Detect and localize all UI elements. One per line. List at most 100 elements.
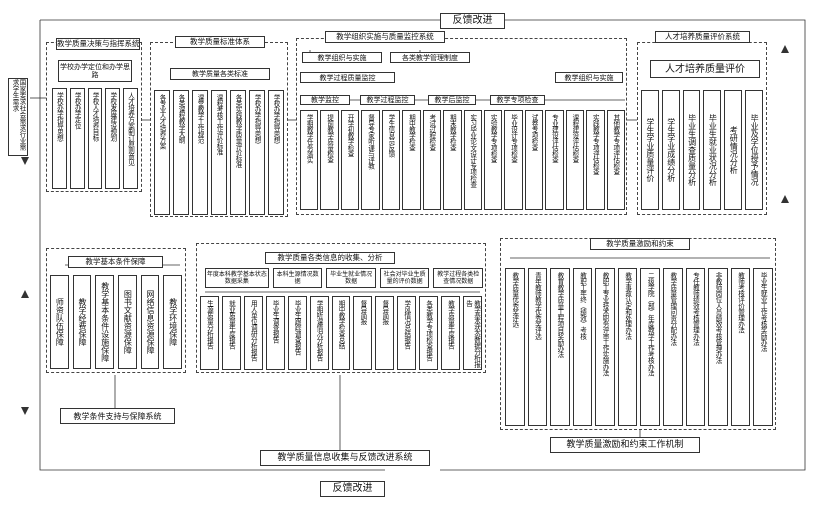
monitor-item: 督导专家听课与评教 [361,110,380,210]
collect-item: 毕业生跟踪调查报告 [287,296,307,370]
basic-items: 师资队伍保障 教学经费保障 教学基本条件设施保障 图书文献资源保障 网络信息资源… [50,275,183,369]
decision-items: 学校办学指导思想 学校办学定位 学校人才培养目标 学校发展建设规划 人才培养方案… [52,88,138,189]
incentive-item: 青年教师教学优秀奖评选 [527,268,548,426]
talent-item: 毕业及学位授予情况 [745,90,763,210]
collect-item: 期中教学检查总结 [331,296,351,370]
monitor-item: 实习毕业论文设计专项检查 [463,110,482,210]
monitor-group-label: 教学后监控 [428,95,476,105]
decision-item: 学校办学定位 [69,88,85,189]
monitor-item: 学期教学任务落实 [300,110,319,210]
monitor-group-label: 教学监控 [300,95,350,105]
monitor-item: 专业建设评估检查 [545,110,564,210]
collect-top-item: 年度本科教学基本状态数据采集 [205,268,269,288]
collect-item: 各类教学专项检查报告 [419,296,439,370]
standard-item: 各类实践教学质量评价标准 [230,90,246,215]
mech-system-label: 教学质量激励和约束工作机制 [550,437,700,453]
monitor-items: 学期教学任务落实 提前教学质量检查 开学初教学检查 督导专家听课与评教 学生信息… [300,110,625,210]
collect-top-item: 本科生源情况数据 [272,268,323,288]
incentive-title: 教学质量激励和约束 [590,238,690,250]
monitor-item: 期末教学检查 [443,110,462,210]
decision-sub: 学校办学定位和办学思路 [58,60,132,82]
talent-item: 学生学业质量评价 [641,90,659,210]
incentive-item: 教育教学质量工程项目奖励办法 [550,268,570,426]
monitor-item: 期中教学检查 [402,110,421,210]
collect-top-item: 教学过程各类检查情况数据 [433,268,483,288]
collect-item: 教学基本状态数据分析报告 [463,296,482,370]
incentive-item: 教职工专业技术职务评审工作实施办法 [595,268,615,426]
talent-items: 学生学业质量评价 学生学业成绩分析 毕业生调查质量分析 毕业生就业状况分析 考研… [641,90,763,210]
monitor-item: 实践教学专项评估检查 [586,110,605,210]
monitor-process: 教学过程质量监控 [300,72,395,83]
standard-title: 教学质量标准体系 [175,36,265,48]
incentive-item: 毕业生就业工作考核奖励办法 [753,268,773,426]
monitor-item: 毕业设计专项检查 [504,110,523,210]
incentive-items: 教学质量优秀奖评选 青年教师教学优秀奖评选 教育教学质量工程项目奖励办法 教职工… [505,268,773,426]
basic-title: 教学基本条件保障 [68,256,163,268]
collect-item: 用人单位调研分析报告 [243,296,263,370]
standard-item: 各类课程教学大纲 [173,90,189,215]
info-system-label: 教学质量信息收集与反馈改进系统 [260,450,430,466]
collect-item: 就业质量年度报告 [221,296,241,370]
collect-system [196,243,486,373]
collect-item: 督导简报 [353,296,373,370]
standard-items: 各专业人才培养方案 各类课程教学大纲 课堂教学工作规范 课程考核工作评价标准 各… [154,90,284,215]
incentive-item: 二级学院（部）年度教学工作考核办法 [640,268,661,426]
monitor-mgmt-rules: 各类教学管理制度 [390,52,470,63]
standard-item: 学校办学指导思想 [268,90,284,215]
monitor-item: 课程建设评估检查 [565,110,585,210]
feedback-label-top: 反馈改进 [440,13,505,29]
monitor-group-label: 教学过程监控 [360,95,415,105]
decision-item: 学校发展建设规划 [105,88,121,189]
talent-title: 人才培养质量评价系统 [655,31,750,43]
decision-item: 人才培养方案制订原则意见 [123,88,138,189]
basic-system [46,248,186,373]
basic-item: 图书文献资源保障 [118,275,137,369]
decision-item: 学校办学指导思想 [52,88,67,189]
monitor-org-impl: 教学组织与实施 [555,72,623,83]
standard-item: 课程考核工作评价标准 [211,90,227,215]
standard-item: 各专业人才培养方案 [154,90,170,215]
standard-sub: 教学质量各类标准 [170,68,270,80]
standard-item: 学校办学指导思想 [249,90,265,215]
collect-title: 教学质量各类信息的收集、分析 [265,252,395,264]
decision-item: 学校人才培养目标 [87,88,103,189]
incentive-item: 教学质量管理问责分配办法 [663,268,683,426]
collect-item: 教学质量年度报告 [441,296,461,370]
collect-top-items: 年度本科教学基本状态数据采集 本科生源情况数据 毕业生就业情况数据 社会对毕业生… [205,268,483,288]
monitor-system [296,38,627,215]
incentive-item: 教师考核评价管理办法 [730,268,751,426]
collect-item: 学期听课情况分析报告 [309,296,329,370]
monitor-item: 学生信息员反馈 [381,110,401,210]
incentive-item: 教职工年终（绩效）考核 [572,268,593,426]
basic-item: 教学环境保障 [163,275,183,369]
monitor-item: 考试过程检查 [422,110,442,210]
support-system-label: 教学条件支持与保障系统 [60,408,175,424]
monitor-title: 教学组织实施与质量监控系统 [325,31,445,43]
talent-item: 学生学业成绩分析 [661,90,680,210]
incentive-item: 教学质量优秀奖评选 [505,268,525,426]
incentive-item: 非教师岗位人员绩效考核管理办法 [708,268,728,426]
monitor-item: 其他教学专项评估检查 [606,110,625,210]
talent-item: 考研情况分析 [724,90,743,210]
monitor-item: 开学初教学检查 [340,110,360,210]
collect-top-item: 毕业生就业情况数据 [326,268,376,288]
talent-item: 毕业生就业状况分析 [703,90,722,210]
decision-title: 教学质量决策与指挥系统 [56,38,140,50]
talent-sub: 人才培养质量评价 [650,60,760,78]
collect-top-item: 社会对毕业生质量的评价数据 [379,268,430,288]
basic-item: 网络信息资源保障 [140,275,160,369]
collect-item: 毕业生调查报告 [265,296,285,370]
feedback-label-bottom: 反馈改进 [320,481,385,497]
monitor-org-sub: 教学组织与实施 [302,52,382,63]
collect-item: 督导简报 [375,296,395,370]
incentive-item: 教学事故认定和处理办法 [617,268,638,426]
monitor-item: 试卷专项检查 [524,110,544,210]
needs-box: 国家要求社会需求行业需求学生需求 [8,78,28,156]
basic-item: 教学经费保障 [72,275,92,369]
incentive-item: 专任教师绩效考核管理办法 [685,268,706,426]
basic-item: 师资队伍保障 [50,275,69,369]
talent-item: 毕业生调查质量分析 [682,90,701,210]
monitor-group-label: 教学专项检查 [490,95,545,105]
basic-item: 教学基本条件设施保障 [95,275,115,369]
collect-item: 学风情况总结报告 [397,296,417,370]
